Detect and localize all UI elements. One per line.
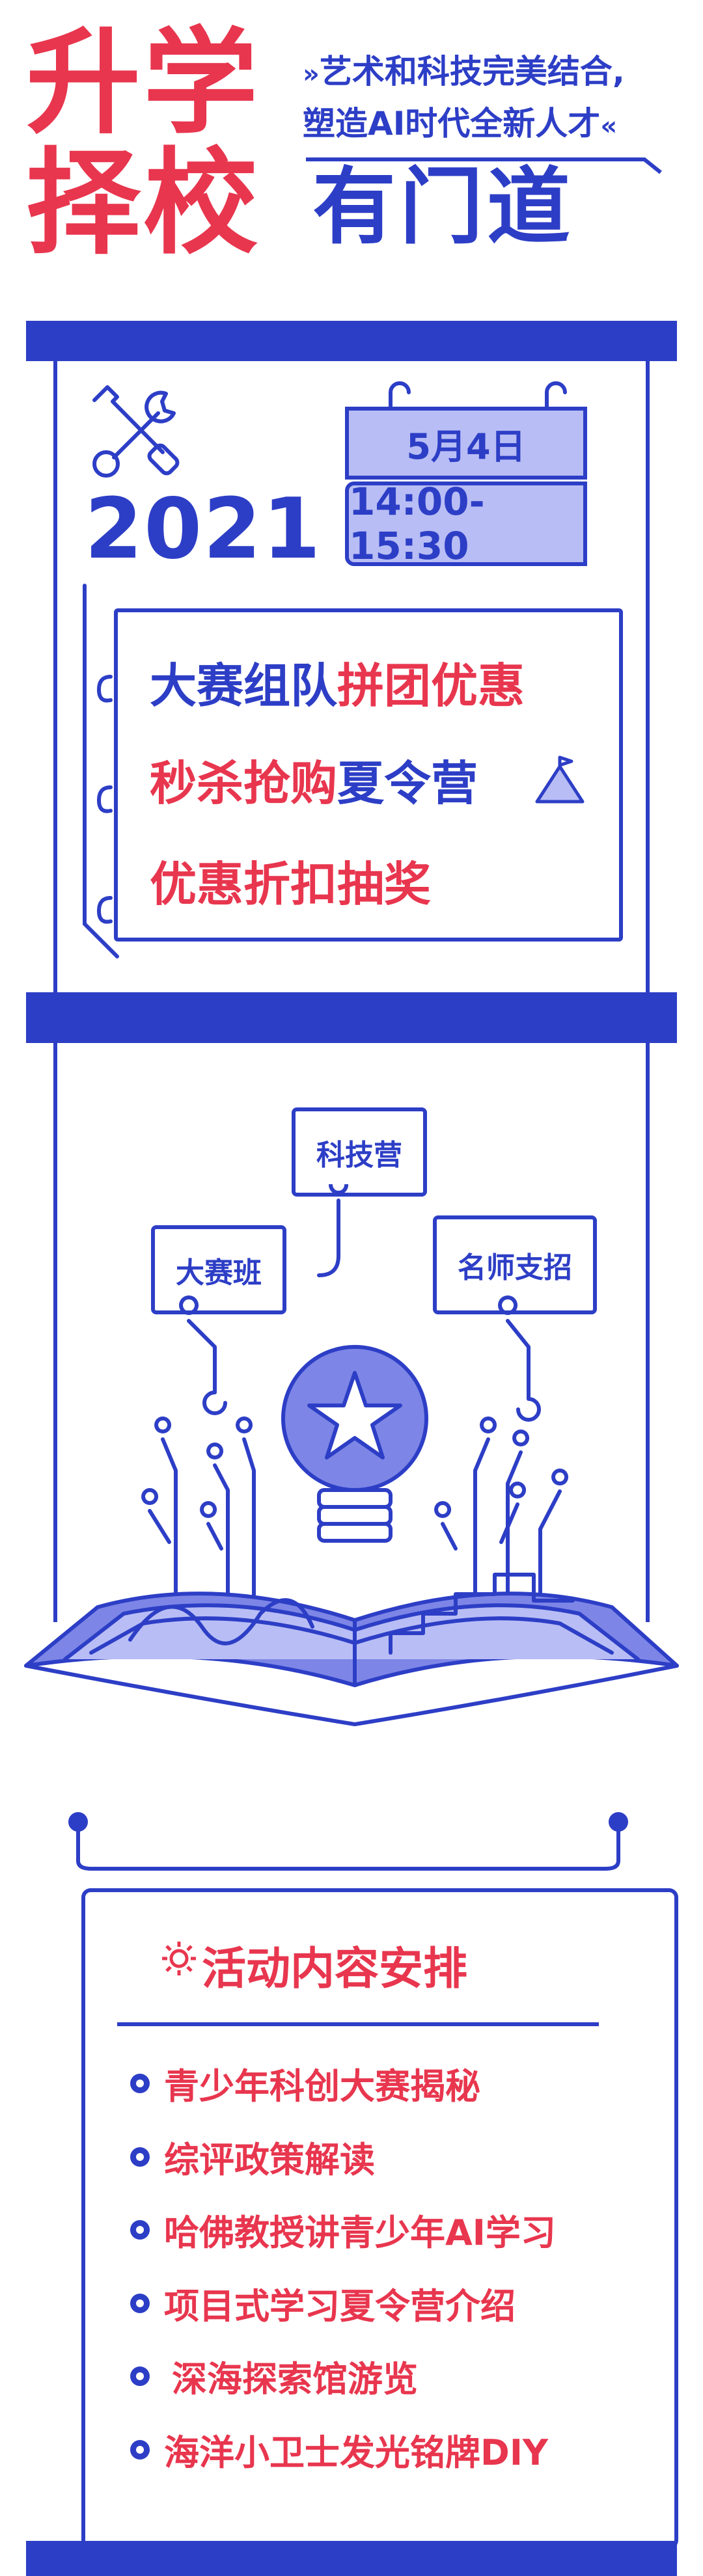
title-right: 有门道: [312, 159, 575, 256]
tag-teacher-tips: 名师支招: [433, 1215, 597, 1314]
double-chevron-right-icon: »: [303, 59, 320, 89]
bullet-icon: [130, 2439, 150, 2460]
tag-tech-camp: 科技营: [292, 1107, 427, 1197]
highlight-2: 秒杀抢购夏令营: [150, 756, 478, 811]
illus-right-rail: [646, 1043, 650, 1622]
bullet-icon: [130, 2293, 150, 2313]
event-date: 5月4日: [345, 407, 587, 480]
highlight-3: 优惠折扣抽奖: [150, 857, 432, 912]
gear-icon: [162, 1942, 196, 1975]
illus-left-rail: [53, 1043, 57, 1622]
subtitle-line-1: »艺术和科技完美结合,: [303, 53, 625, 90]
schedule-title: 活动内容安排: [202, 1944, 468, 1995]
scroll-right-rail: [646, 361, 650, 1002]
tag-contest-class: 大赛班: [151, 1225, 286, 1314]
subtitle-line-2: 塑造AI时代全新人才«: [303, 105, 618, 142]
tools-icon: [92, 385, 180, 478]
subtitle-underline: [306, 157, 662, 174]
calendar-rings-icon: [389, 381, 567, 420]
title-line-1: 升学: [26, 16, 261, 150]
double-chevron-left-icon: «: [600, 111, 618, 141]
event-time: 14:00-15:30: [345, 480, 587, 568]
event-year: 2021: [85, 481, 322, 578]
scroll-bottom-bar: [26, 992, 677, 1043]
highlights-panel: [114, 608, 623, 942]
title-line-2: 择校: [26, 137, 261, 270]
mountain-flag-icon: [535, 755, 585, 804]
schedule-item: 深海探索馆游览: [130, 2350, 418, 2402]
schedule-divider: [117, 2022, 599, 2026]
schedule-item: 青少年科创大赛揭秘: [130, 2057, 480, 2109]
bullet-icon: [130, 2219, 150, 2240]
highlights-bracket: [83, 584, 119, 958]
scroll-top-bar: [26, 321, 677, 361]
schedule-item: 项目式学习夏令营介绍: [130, 2277, 516, 2329]
bullet-icon: [130, 2073, 150, 2093]
bullet-icon: [130, 2147, 150, 2167]
highlight-1: 大赛组队拼团优惠: [150, 658, 525, 713]
bulb-book-illustration: [24, 1184, 679, 1726]
scroll-left-rail: [53, 361, 57, 1002]
schedule-panel: [81, 1888, 678, 2549]
schedule-item: 综评政策解读: [130, 2131, 375, 2182]
schedule-item: 海洋小卫士发光铭牌DIY: [130, 2424, 548, 2475]
scroll-hanger: [68, 1812, 628, 1871]
schedule-item: 哈佛教授讲青少年AI学习: [130, 2204, 556, 2255]
footer-bar: [26, 2541, 677, 2576]
bullet-icon: [130, 2366, 150, 2386]
